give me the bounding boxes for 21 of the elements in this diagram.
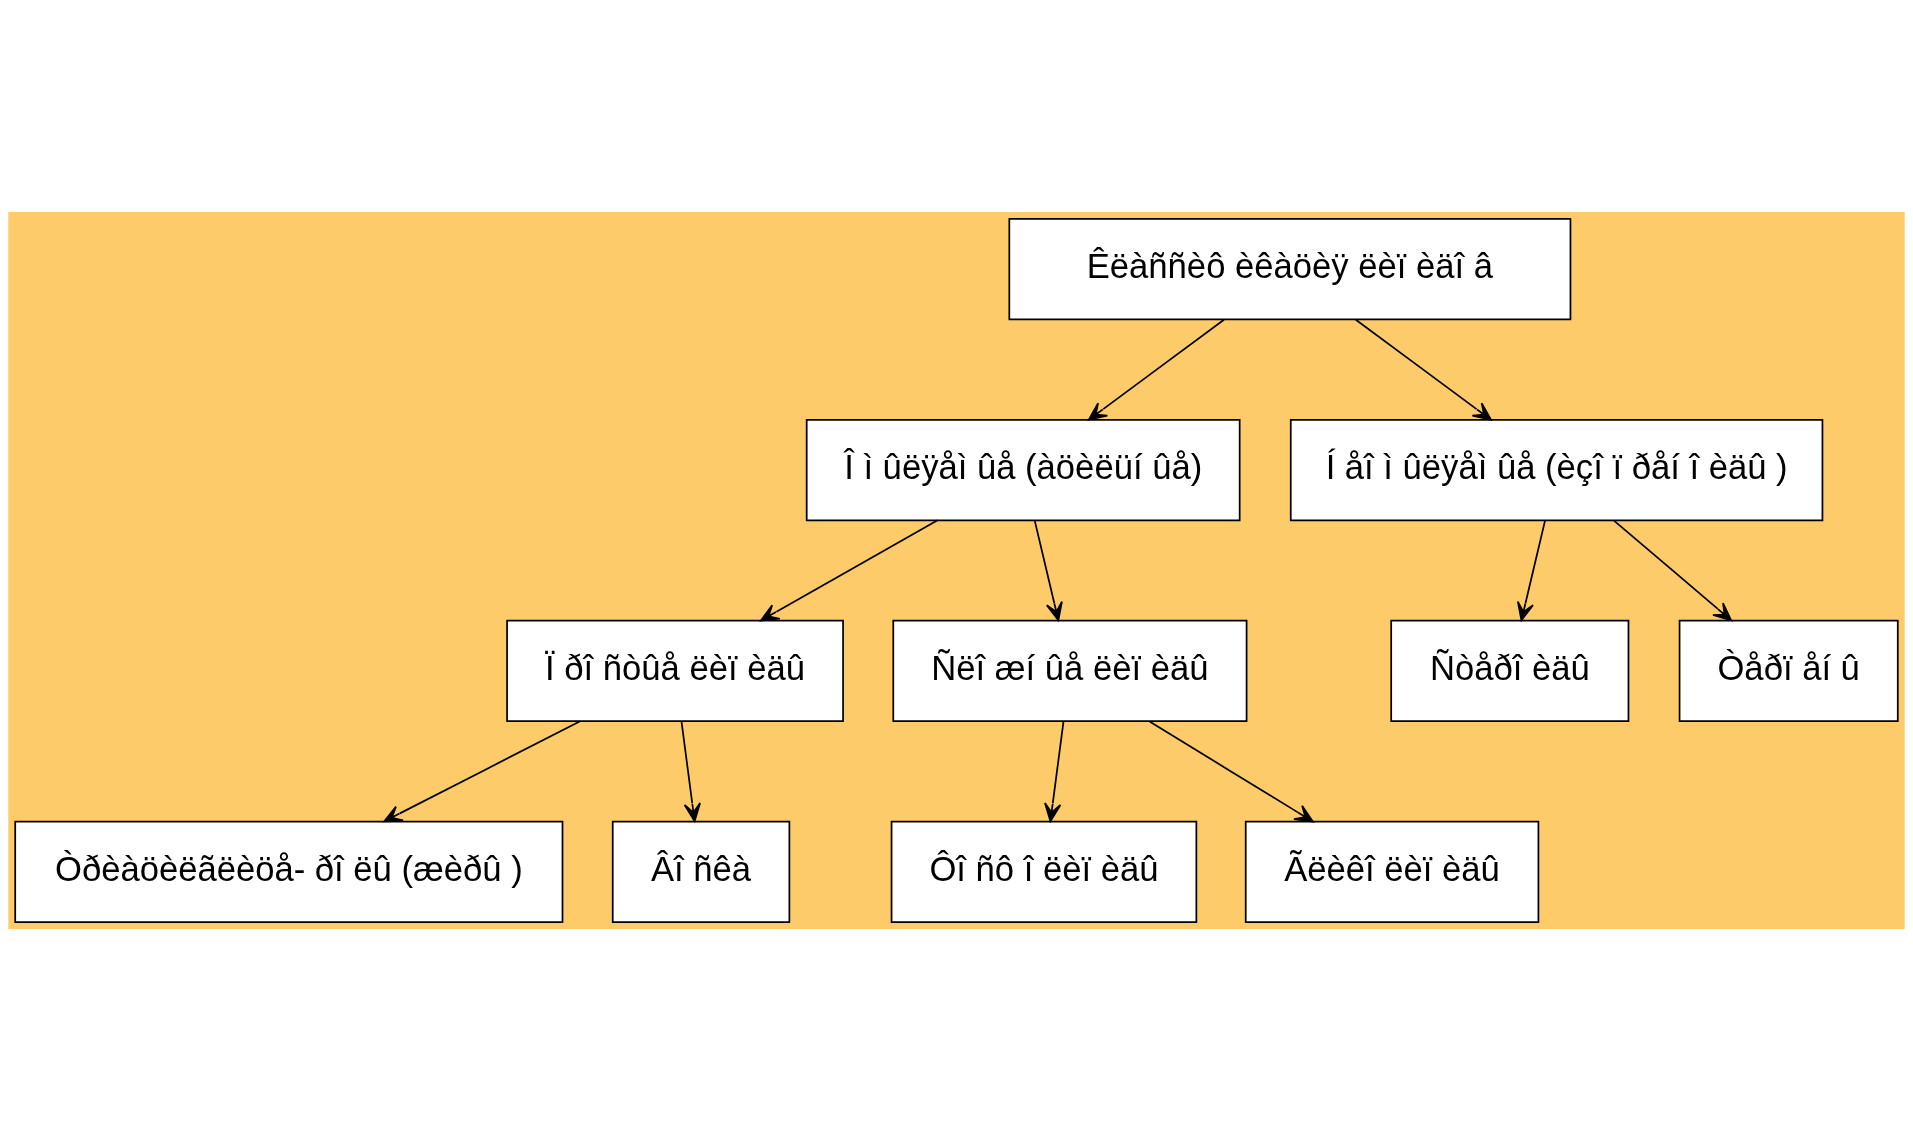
node-box: Ï ðî ñòûå ëèï èäû: [506, 619, 844, 723]
node-box: Ãëèêî ëèï èäû: [1244, 820, 1540, 923]
arrow: [760, 519, 939, 622]
arrow: [1033, 519, 1063, 622]
arrow: [1613, 519, 1732, 622]
arrow: [680, 720, 701, 823]
node-box: Êëàññèô èêàöèÿ ëèï èäî â: [1008, 218, 1572, 321]
node-box: Ôî ñô î ëèï èäû: [890, 820, 1198, 923]
node-box: Í åî ì ûëÿåì ûå (èçî ï ðåí î èäû ): [1289, 418, 1824, 522]
node-box: Âî ñêà: [611, 820, 791, 923]
node-box: Òåðï åí û: [1678, 619, 1899, 723]
arrow: [1354, 318, 1492, 421]
arrow: [1087, 318, 1225, 421]
arrow: [1148, 720, 1314, 823]
node-box: Ñëî æí ûå ëèï èäû: [892, 619, 1248, 723]
arrow: [383, 720, 581, 823]
node-box: Î ì ûëÿåì ûå (àöèëüí ûå): [805, 418, 1241, 522]
arrow: [1044, 720, 1065, 823]
node-box: Ñòåðî èäû: [1390, 619, 1630, 723]
arrow: [1516, 519, 1546, 622]
node-box: Òðèàöèëãëèöå- ðî ëû (æèðû ): [14, 820, 564, 923]
